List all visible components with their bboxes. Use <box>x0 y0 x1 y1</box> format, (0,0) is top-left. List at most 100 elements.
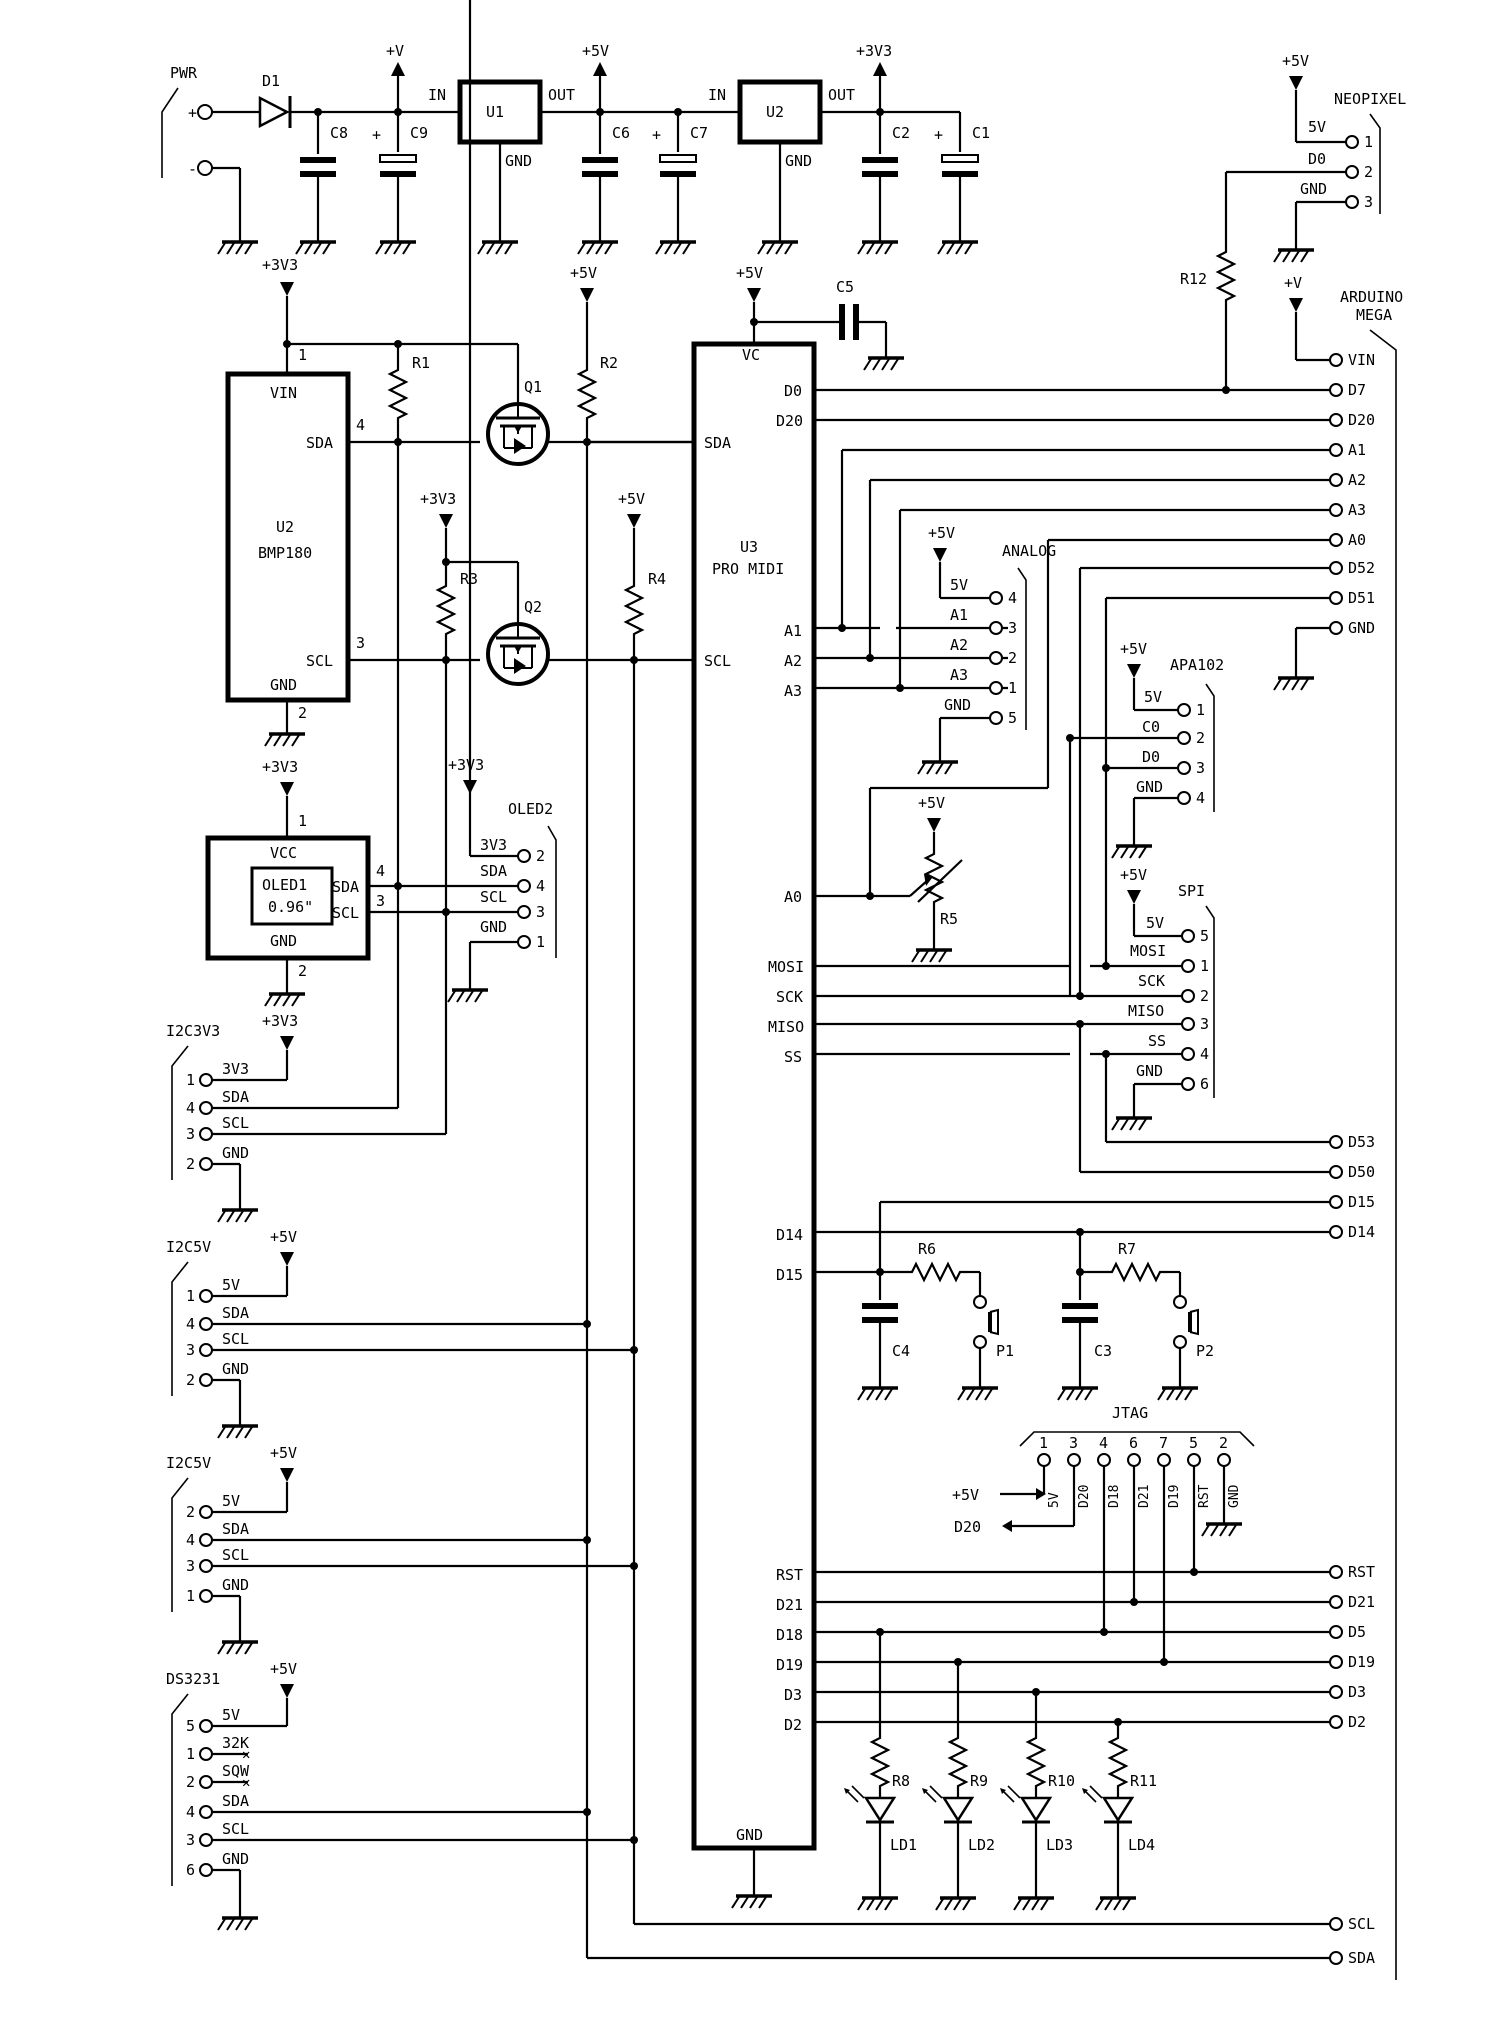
analog-n3: 2 <box>1008 649 1017 667</box>
i2c5v-a-l1: 5V <box>222 1276 240 1294</box>
mega-pin-label: VIN <box>1348 351 1375 369</box>
bmp-sda: SDA <box>306 434 333 452</box>
mega-pin-label: D14 <box>1348 1223 1375 1241</box>
jtag-pin-number: 6 <box>1129 1434 1138 1452</box>
oled-section: +3V3 1 VCC OLED1 0.96" SDA SCL GND 4 3 2… <box>205 0 557 1008</box>
pwr-label: PWR <box>170 64 198 82</box>
jtag-in5v: +5V <box>952 1486 979 1504</box>
jtag-pin-number: 2 <box>1219 1434 1228 1452</box>
mega-pin-circle <box>1329 473 1343 487</box>
mega-pin-label: D5 <box>1348 1623 1366 1641</box>
u3-d14: D14 <box>776 1226 803 1244</box>
mega-pin-label: D19 <box>1348 1653 1375 1671</box>
u3-a1: A1 <box>784 622 802 640</box>
apa102-l2: C0 <box>1142 718 1160 736</box>
jtag-pin-circle <box>1127 1453 1141 1467</box>
neopixel-l3: GND <box>1300 180 1327 198</box>
i2c5v-b-n2: 4 <box>186 1531 195 1549</box>
mega-pin-circle <box>1329 1625 1343 1639</box>
i2c5v-a-l3: SCL <box>222 1330 249 1348</box>
jtag-pin-circle <box>1067 1453 1081 1467</box>
mega-pin-label: RST <box>1348 1563 1375 1581</box>
i2c5v-b-l2: SDA <box>222 1520 249 1538</box>
arduino-mega-header: ARDUINO MEGA +V <box>1284 274 1403 1980</box>
oled2-rail-label: +3V3 <box>448 756 484 774</box>
mega-pin-circle <box>1329 1595 1343 1609</box>
spi-n3: 2 <box>1200 987 1209 1005</box>
r1-label: R1 <box>412 354 430 372</box>
oled1-gnd: GND <box>270 932 297 950</box>
oled1-pin4: 4 <box>376 862 385 880</box>
u3-d21: D21 <box>776 1596 803 1614</box>
mega-pin-circle <box>1329 561 1343 575</box>
analog-title: ANALOG <box>1002 542 1056 560</box>
bmp-pin4: 4 <box>356 416 365 434</box>
u3-name: PRO MIDI <box>712 560 784 578</box>
ds3231-connector: DS3231 +5V ✕ ✕ 5V 32K SQW SDA SCL GND 5 … <box>166 1660 638 1932</box>
oled2-n2: 4 <box>536 877 545 895</box>
i2c5v-a-l2: SDA <box>222 1304 249 1322</box>
bmp-pin3: 3 <box>356 634 365 652</box>
ds3231-n5: 3 <box>186 1831 195 1849</box>
apa102-n2: 2 <box>1196 729 1205 747</box>
u1-gnd-label: GND <box>505 152 532 170</box>
jtag-pin-signal: GND <box>1227 1484 1242 1508</box>
i2c5v-b-title: I2C5V <box>166 1454 211 1472</box>
q2-label: Q2 <box>524 598 542 616</box>
mega-pin-circle <box>1329 591 1343 605</box>
jtag-pin-signal: D21 <box>1137 1485 1152 1508</box>
jtag-out: D20 <box>954 1518 981 1536</box>
buttons-section: C4 R6 P1 C3 R7 P2 <box>856 1232 1214 1402</box>
apa102-n4: 4 <box>1196 789 1205 807</box>
i2c3v3-l4: GND <box>222 1144 249 1162</box>
c4-label: C4 <box>892 1342 910 1360</box>
r2-rail-label: +5V <box>570 264 597 282</box>
mega-pin-circle <box>1329 503 1343 517</box>
bmp-scl: SCL <box>306 652 333 670</box>
jtag-title: JTAG <box>1112 1404 1148 1422</box>
c6-label: C6 <box>612 124 630 142</box>
r5-rail: +5V <box>918 794 945 812</box>
u3-gnd: GND <box>736 1826 763 1844</box>
mega-pin-label: D53 <box>1348 1133 1375 1151</box>
mega-title2: MEGA <box>1356 306 1392 324</box>
i2c3v3-l3: SCL <box>222 1114 249 1132</box>
mega-pin-label: D21 <box>1348 1593 1375 1611</box>
mega-pin-label: D7 <box>1348 381 1366 399</box>
mega-pin-label: A3 <box>1348 501 1366 519</box>
mega-pin-circle <box>1329 1135 1343 1149</box>
u3-a0: A0 <box>784 888 802 906</box>
i2c5v-a-rail: +5V <box>270 1228 297 1246</box>
analog-l2: A1 <box>950 606 968 624</box>
i2c5v-connector-a: I2C5V +5V 5V SDA SCL GND 1 4 3 2 <box>166 1228 638 1440</box>
analog-n5: 5 <box>1008 709 1017 727</box>
spi-n2: 1 <box>1200 957 1209 975</box>
mega-pin-circle <box>1329 353 1343 367</box>
analog-connector: +5V ANALOG 5V A1 A2 A3 GND 4 3 2 1 5 +5V… <box>909 524 1056 964</box>
c8-label: C8 <box>330 124 348 142</box>
u3-miso: MISO <box>768 1018 804 1036</box>
i2c5v-connector-b: I2C5V +5V 5V SDA SCL GND 2 4 3 1 <box>166 1444 638 1656</box>
p2-label: P2 <box>1196 1342 1214 1360</box>
c9-label: C9 <box>410 124 428 142</box>
mega-pin-label: D15 <box>1348 1193 1375 1211</box>
u3-ss: SS <box>784 1048 802 1066</box>
mega-vin-rail: +V <box>1284 274 1302 292</box>
i2c5v-a-title: I2C5V <box>166 1238 211 1256</box>
c1-plus: + <box>934 126 943 144</box>
i2c3v3-l2: SDA <box>222 1088 249 1106</box>
u2-out-label: OUT <box>828 86 855 104</box>
ds3231-n4: 4 <box>186 1803 195 1821</box>
ds3231-n6: 6 <box>186 1861 195 1879</box>
spi-n1: 5 <box>1200 927 1209 945</box>
spi-l4: MISO <box>1128 1002 1164 1020</box>
u3-sck: SCK <box>776 988 803 1006</box>
mega-pin-label: GND <box>1348 619 1375 637</box>
u3-d0: D0 <box>784 382 802 400</box>
u1-in-label: IN <box>428 86 446 104</box>
mega-pin-circle <box>1329 1165 1343 1179</box>
analog-l4: A3 <box>950 666 968 684</box>
oled1-name: OLED1 <box>262 876 307 894</box>
ld2-label: LD2 <box>968 1836 995 1854</box>
analog-l3: A2 <box>950 636 968 654</box>
